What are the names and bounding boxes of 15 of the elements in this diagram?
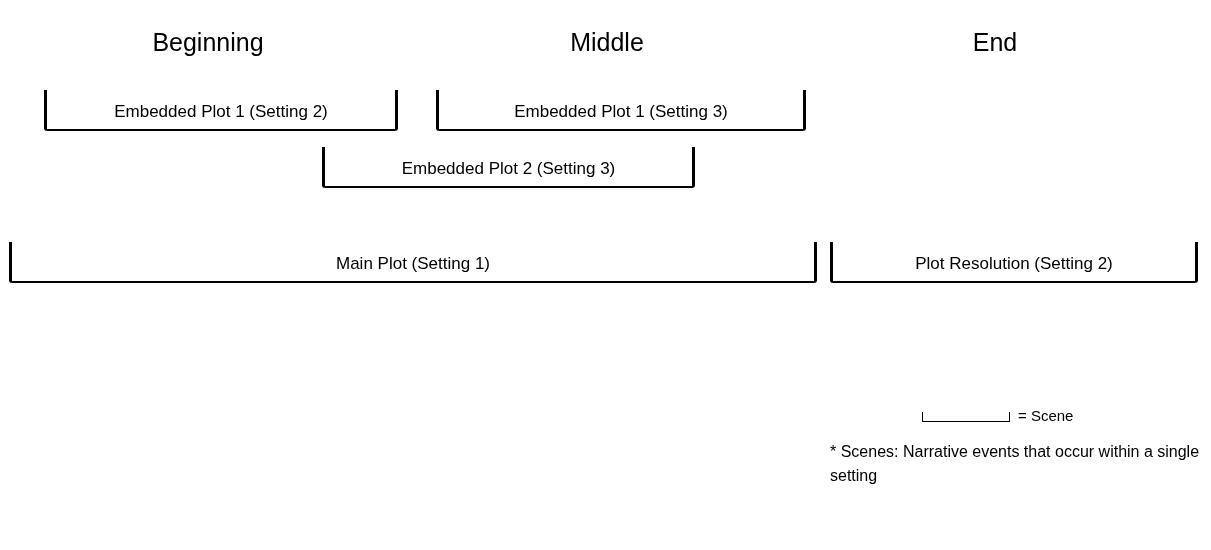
footnote: * Scenes: Narrative events that occur within a single setting [830,442,1201,486]
column-heading: Middle [570,29,644,55]
scene-bracket [9,242,817,283]
scene-bracket [322,147,695,188]
scene-label: Embedded Plot 1 (Setting 2) [114,101,328,123]
scene-label: Embedded Plot 2 (Setting 3) [401,158,616,180]
column-heading: End [972,29,1018,55]
column-heading: Beginning [152,29,264,55]
scene-bracket [44,90,398,131]
scene-label: Main Plot (Setting 1) [336,253,490,275]
scene-bracket [830,242,1198,283]
legend-label: = Scene [1018,406,1074,426]
scene-bracket [436,90,806,131]
scene-label: Embedded Plot 1 (Setting 3) [514,101,728,123]
scene-label: Plot Resolution (Setting 2) [915,253,1113,275]
